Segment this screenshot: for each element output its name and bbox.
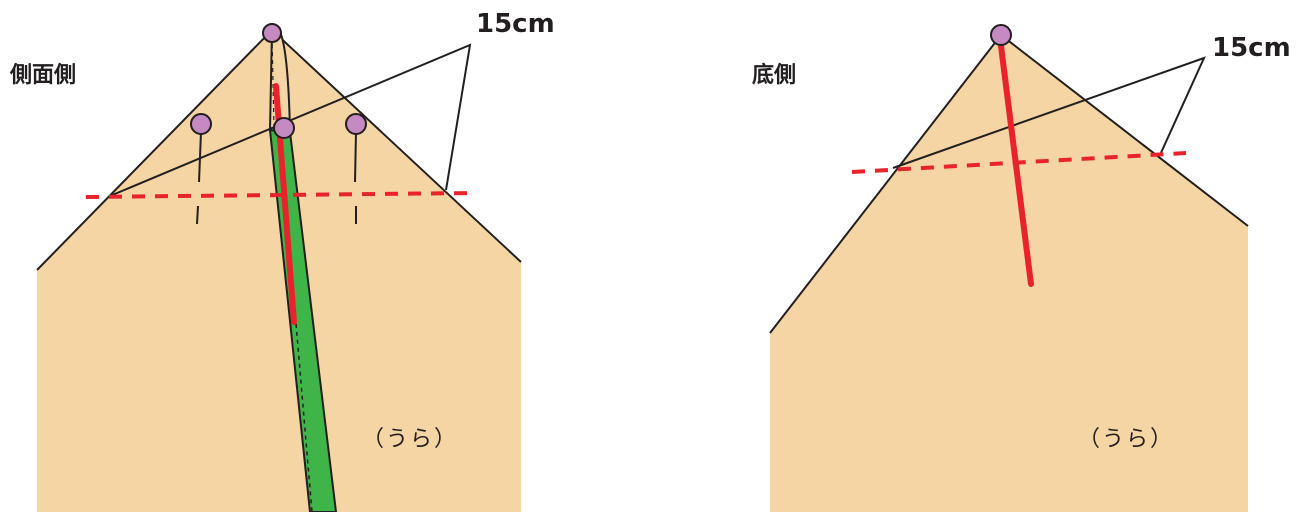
right-panel: 底側 15cm （うら） (752, 24, 1291, 512)
pin-head-center (273, 117, 295, 139)
pin-shaft-left (198, 131, 202, 183)
pin-head-left (190, 113, 212, 135)
pin-tip-left (196, 205, 199, 225)
left-measure-bracket (109, 43, 472, 197)
left-side-label: 側面側 (9, 63, 76, 88)
left-panel: 側面側 15cm （うら） (9, 9, 555, 512)
right-fabric-note: （うら） (1078, 427, 1174, 452)
right-measure-label: 15cm (1212, 33, 1291, 63)
right-side-label: 底側 (752, 62, 796, 88)
left-measure-label: 15cm (476, 9, 555, 39)
pin-shaft-right (354, 131, 357, 183)
right-fabric (770, 35, 1248, 512)
pin-head-peak (262, 23, 282, 43)
pin-head-right (345, 113, 367, 135)
left-sewing-line (85, 191, 475, 199)
right-sewing-line (851, 151, 1187, 174)
pin-head-peak-right (990, 24, 1012, 46)
left-fabric-note: （うら） (362, 427, 458, 452)
right-center-seam (998, 43, 1034, 287)
right-measure-bracket (892, 56, 1206, 169)
seam-fold-dashed-line (293, 299, 313, 512)
